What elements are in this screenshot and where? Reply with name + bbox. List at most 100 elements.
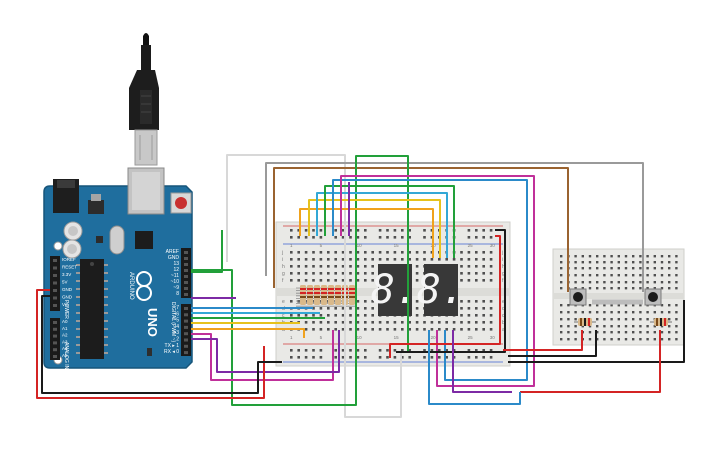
header-pin[interactable]	[184, 325, 188, 329]
breadboard-hole[interactable]	[475, 258, 478, 261]
breadboard-hole[interactable]	[312, 265, 315, 268]
small-breadboard-hole[interactable]	[617, 287, 620, 290]
breadboard-hole[interactable]	[327, 258, 330, 261]
breadboard-hole[interactable]	[356, 272, 360, 275]
wire-red-rail[interactable]	[389, 235, 501, 358]
small-breadboard-hole[interactable]	[653, 311, 656, 314]
breadboard-hole[interactable]	[364, 314, 367, 317]
breadboard-hole[interactable]	[334, 258, 337, 261]
breadboard-hole[interactable]	[415, 321, 419, 324]
small-breadboard-hole[interactable]	[596, 311, 599, 314]
small-breadboard-hole[interactable]	[668, 281, 671, 284]
rail-hole[interactable]	[438, 356, 441, 359]
breadboard-hole[interactable]	[415, 307, 419, 310]
breadboard-hole[interactable]	[489, 272, 493, 275]
small-breadboard-hole[interactable]	[624, 304, 628, 307]
small-breadboard-hole[interactable]	[581, 287, 584, 290]
breadboard-hole[interactable]	[364, 265, 367, 268]
breadboard-hole[interactable]	[297, 265, 300, 268]
small-breadboard-hole[interactable]	[610, 255, 613, 258]
resistor-button-2[interactable]	[650, 318, 672, 326]
breadboard-hole[interactable]	[415, 328, 419, 331]
breadboard-hole[interactable]	[415, 279, 419, 282]
small-breadboard-hole[interactable]	[660, 281, 664, 284]
rail-hole[interactable]	[304, 349, 308, 352]
small-breadboard-hole[interactable]	[574, 274, 577, 277]
small-breadboard-hole[interactable]	[624, 267, 628, 270]
small-breadboard-hole[interactable]	[567, 318, 570, 321]
header-pin[interactable]	[184, 307, 188, 310]
rail-hole[interactable]	[378, 229, 382, 232]
breadboard-hole[interactable]	[452, 328, 456, 331]
breadboard-hole[interactable]	[482, 307, 485, 310]
rail-hole[interactable]	[319, 236, 323, 239]
rail-hole[interactable]	[445, 356, 448, 359]
breadboard-hole[interactable]	[386, 258, 389, 261]
breadboard-hole[interactable]	[482, 251, 485, 254]
small-breadboard-hole[interactable]	[646, 267, 649, 270]
rail-hole[interactable]	[482, 356, 485, 359]
breadboard-hole[interactable]	[408, 321, 411, 324]
small-breadboard-hole[interactable]	[588, 311, 592, 314]
breadboard-hole[interactable]	[423, 258, 426, 261]
header-pin[interactable]	[184, 351, 188, 355]
breadboard-hole[interactable]	[304, 314, 308, 317]
breadboard-hole[interactable]	[334, 265, 337, 268]
rail-hole[interactable]	[482, 229, 485, 232]
rail-hole[interactable]	[290, 236, 293, 239]
breadboard-hole[interactable]	[460, 265, 463, 268]
rail-hole[interactable]	[378, 349, 382, 352]
breadboard-hole[interactable]	[327, 328, 330, 331]
small-breadboard-hole[interactable]	[574, 311, 577, 314]
rail-hole[interactable]	[334, 229, 337, 232]
breadboard-hole[interactable]	[378, 328, 382, 331]
breadboard-hole[interactable]	[482, 258, 485, 261]
small-breadboard-hole[interactable]	[574, 325, 577, 328]
small-breadboard-hole[interactable]	[617, 338, 620, 341]
breadboard-hole[interactable]	[356, 258, 360, 261]
breadboard-hole[interactable]	[475, 251, 478, 254]
small-breadboard-hole[interactable]	[639, 304, 642, 307]
breadboard-hole[interactable]	[356, 279, 360, 282]
breadboard-hole[interactable]	[467, 279, 471, 282]
small-breadboard-hole[interactable]	[632, 318, 635, 321]
breadboard-hole[interactable]	[475, 265, 478, 268]
rail-hole[interactable]	[386, 356, 389, 359]
breadboard-hole[interactable]	[319, 265, 323, 268]
small-breadboard-hole[interactable]	[610, 338, 613, 341]
rail-hole[interactable]	[430, 229, 434, 232]
breadboard-hole[interactable]	[489, 279, 493, 282]
rail-hole[interactable]	[489, 356, 493, 359]
breadboard-hole[interactable]	[349, 251, 352, 254]
small-breadboard-hole[interactable]	[639, 261, 642, 264]
small-breadboard[interactable]	[552, 248, 685, 346]
rail-hole[interactable]	[467, 349, 471, 352]
rail-hole[interactable]	[386, 349, 389, 352]
small-breadboard-hole[interactable]	[675, 274, 678, 277]
rail-hole[interactable]	[482, 236, 485, 239]
breadboard-hole[interactable]	[415, 300, 419, 303]
small-breadboard-hole[interactable]	[617, 255, 620, 258]
breadboard-hole[interactable]	[445, 321, 448, 324]
small-breadboard-hole[interactable]	[567, 311, 570, 314]
breadboard-hole[interactable]	[290, 265, 293, 268]
rail-hole[interactable]	[401, 356, 404, 359]
breadboard-hole[interactable]	[401, 258, 404, 261]
breadboard-hole[interactable]	[467, 251, 471, 254]
small-breadboard-hole[interactable]	[660, 331, 664, 334]
breadboard-hole[interactable]	[341, 321, 345, 324]
breadboard-hole[interactable]	[489, 300, 493, 303]
small-breadboard-hole[interactable]	[610, 274, 613, 277]
small-breadboard-hole[interactable]	[632, 274, 635, 277]
small-breadboard-hole[interactable]	[617, 318, 620, 321]
small-breadboard-hole[interactable]	[632, 311, 635, 314]
small-breadboard-hole[interactable]	[675, 267, 678, 270]
breadboard-hole[interactable]	[371, 314, 374, 317]
pushbutton-1-cap[interactable]	[573, 292, 583, 302]
rail-hole[interactable]	[489, 229, 493, 232]
breadboard-hole[interactable]	[319, 251, 323, 254]
rail-hole[interactable]	[423, 236, 426, 239]
small-breadboard-hole[interactable]	[610, 261, 613, 264]
small-breadboard-hole[interactable]	[632, 281, 635, 284]
